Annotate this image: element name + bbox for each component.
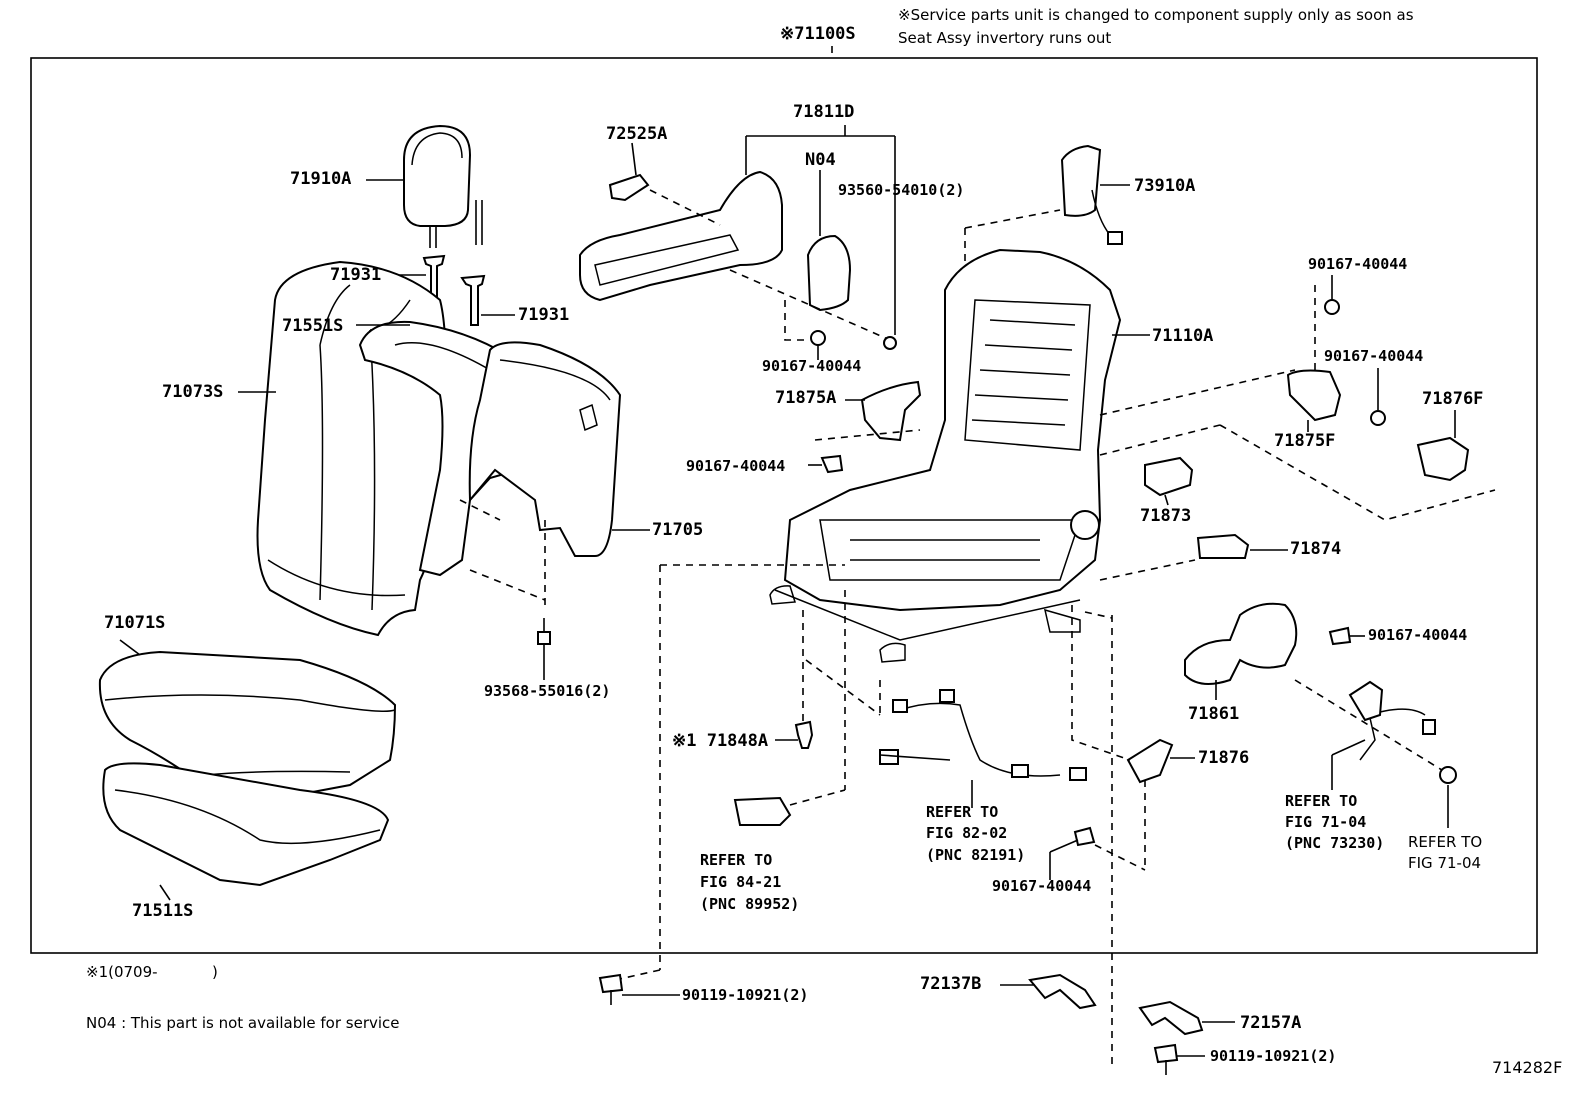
stopper-71848A-drawing — [775, 610, 881, 749]
bracket-71874-drawing — [1196, 533, 1288, 559]
part-label-72137B[interactable]: 72137B — [920, 974, 982, 994]
service-note-line-1: ※Service parts unit is changed to compon… — [898, 6, 1414, 24]
screw-90167-a — [784, 300, 826, 360]
bracket-72137B-drawing — [1000, 973, 1097, 1010]
bracket-72157A-drawing — [1138, 1000, 1235, 1036]
bracket-71873-drawing — [1144, 456, 1194, 506]
shield-71875F-drawing — [1286, 369, 1342, 432]
shield-71875A-drawing — [814, 380, 922, 442]
bolt-90119-a-drawing — [598, 973, 680, 1005]
assembly-frame — [30, 57, 1538, 954]
part-label-71071S[interactable]: 71071S — [104, 613, 166, 633]
part-label-72525A[interactable]: 72525A — [606, 124, 668, 144]
part-label-71110A[interactable]: 71110A — [1152, 326, 1214, 346]
refer-71-04-b-line-2[interactable]: FIG 71-04 — [1408, 854, 1482, 872]
part-label-71873[interactable]: 71873 — [1140, 506, 1192, 526]
refer-71-04-b-line-1: REFER TO — [1408, 833, 1483, 851]
cover-71876F-drawing — [1416, 410, 1470, 482]
screw-90167-d — [1370, 368, 1386, 426]
part-label-90167-40044-d[interactable]: 90167-40044 — [1324, 347, 1424, 365]
service-note-line-2: Seat Assy invertory runs out — [898, 29, 1112, 47]
refer-82-02-line-2[interactable]: FIG 82-02 — [926, 824, 1008, 842]
part-label-90119-10921-b[interactable]: 90119-10921(2) — [1210, 1047, 1337, 1065]
refer-71-04-a-line-1: REFER TO — [1285, 792, 1358, 810]
part-label-72157A[interactable]: 72157A — [1240, 1013, 1302, 1033]
part-label-71875A[interactable]: 71875A — [775, 388, 837, 408]
part-label-90167-40044-e[interactable]: 90167-40044 — [1368, 626, 1468, 644]
cap-72525A — [608, 142, 891, 341]
footnote-n04: N04 : This part is not available for ser… — [86, 1014, 400, 1032]
part-label-71861[interactable]: 71861 — [1188, 704, 1240, 724]
refer-71-04-a-line-2[interactable]: FIG 71-04 — [1285, 813, 1367, 831]
figure-id: 714282F — [1492, 1058, 1563, 1077]
part-label-71511S[interactable]: 71511S — [132, 901, 194, 921]
part-label-90119-10921-a[interactable]: 90119-10921(2) — [682, 986, 809, 1004]
refer-84-21-line-3: (PNC 89952) — [700, 895, 800, 913]
seat-cushion-cover-drawing — [98, 639, 397, 802]
part-label-93560-54010[interactable]: 93560-54010(2) — [838, 181, 965, 199]
screw-90167-c — [1314, 275, 1340, 380]
seatback-board-drawing — [459, 341, 650, 610]
part-label-71875F[interactable]: 71875F — [1274, 431, 1336, 451]
refer-84-21-line-1: REFER TO — [700, 851, 773, 869]
refer-71-04-a-line-3: (PNC 73230) — [1285, 834, 1385, 852]
refer-84-21-line-2[interactable]: FIG 84-21 — [700, 873, 782, 891]
bolt-90119-b-drawing — [1153, 1043, 1205, 1075]
part-label-71876[interactable]: 71876 — [1198, 748, 1250, 768]
part-label-71874[interactable]: 71874 — [1290, 539, 1342, 559]
part-label-73910A[interactable]: 73910A — [1134, 176, 1196, 196]
switch-drawing — [733, 590, 846, 826]
screw-90167-b — [808, 454, 844, 474]
footnote-x1: ※1(0709- — [86, 963, 158, 981]
part-label-90167-40044-a[interactable]: 90167-40044 — [762, 357, 862, 375]
part-label-93568-55016[interactable]: 93568-55016(2) — [484, 682, 611, 700]
part-label-71876F[interactable]: 71876F — [1422, 389, 1484, 409]
part-label-71931-b[interactable]: 71931 — [518, 305, 570, 325]
part-label-71931-a[interactable]: 71931 — [330, 265, 382, 285]
screw-90167-f — [1049, 826, 1146, 880]
part-label-90167-40044-c[interactable]: 90167-40044 — [1308, 255, 1408, 273]
part-label-71848A[interactable]: ※1 71848A — [672, 731, 769, 751]
screw-93560 — [883, 336, 897, 350]
seat-cushion-pad-drawing — [102, 762, 390, 901]
seat-frame-drawing — [769, 248, 1496, 663]
part-label-71811D[interactable]: 71811D — [793, 102, 855, 122]
armrest-side-cover-drawing — [806, 170, 852, 312]
refer-82-02-line-3: (PNC 82191) — [926, 846, 1026, 864]
armrest-drawing — [579, 125, 896, 335]
seat-belt-buckle-drawing — [1294, 679, 1457, 828]
headrest-drawing — [366, 124, 483, 248]
screw-90167-e — [1328, 626, 1365, 646]
part-label-71910A[interactable]: 71910A — [290, 169, 352, 189]
part-label-N04[interactable]: N04 — [805, 150, 836, 170]
cover-71876-drawing — [1071, 605, 1195, 870]
part-label-71705[interactable]: 71705 — [652, 520, 704, 540]
part-label-90167-40044-b[interactable]: 90167-40044 — [686, 457, 786, 475]
part-label-90167-40044-f[interactable]: 90167-40044 — [992, 877, 1092, 895]
cover-71861-drawing — [1184, 602, 1298, 700]
assembly-part-number[interactable]: ※71100S — [780, 24, 856, 44]
screw-93568 — [537, 618, 551, 680]
wire-harness-drawing — [879, 680, 1087, 808]
part-label-71551S[interactable]: 71551S — [282, 316, 344, 336]
footnote-x1-close: ) — [212, 963, 218, 981]
part-label-71073S[interactable]: 71073S — [162, 382, 224, 402]
refer-82-02-line-1: REFER TO — [926, 803, 999, 821]
